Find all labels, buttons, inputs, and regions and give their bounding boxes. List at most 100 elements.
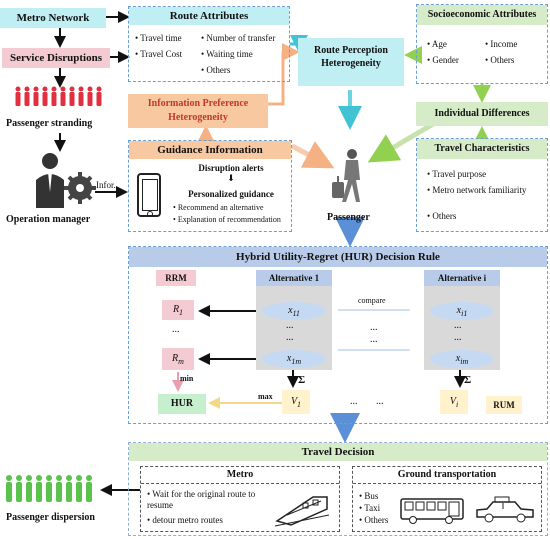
route-attributes-title: Route Attributes bbox=[129, 7, 289, 25]
guidance-item: Explanation of recommendation bbox=[173, 215, 291, 224]
sigma-1: Σ bbox=[298, 374, 306, 386]
xi1-node: xi1 bbox=[430, 302, 494, 320]
x1m-symbol: x bbox=[286, 353, 292, 364]
travel-char-title: Travel Characteristics bbox=[417, 139, 547, 159]
metro-option-box: Metro Wait for the original route to res… bbox=[140, 466, 340, 532]
operation-manager-label: Operation manager bbox=[6, 214, 91, 225]
down-arrow-icon: ⬇ bbox=[227, 173, 235, 183]
route-perception-box: Route Perception Heterogeneity bbox=[298, 38, 404, 86]
hur-box: HUR bbox=[158, 394, 206, 414]
x11-sub: 11 bbox=[292, 309, 300, 318]
ground-transport-title: Ground transportation bbox=[353, 467, 541, 484]
x11-node: x11 bbox=[262, 302, 326, 320]
travel-decision-title: Travel Decision bbox=[129, 443, 547, 461]
mid-dots: ... bbox=[370, 322, 378, 333]
smartphone-icon bbox=[137, 173, 161, 217]
v1-sub: 1 bbox=[297, 400, 302, 409]
socio-item: Others bbox=[485, 55, 514, 65]
rum-label: RUM bbox=[486, 396, 522, 414]
route-attr-item: Waiting time bbox=[201, 49, 253, 59]
r1-sub: 1 bbox=[179, 308, 184, 317]
passenger-dispersion-label: Passenger dispersion bbox=[6, 512, 95, 523]
stranded-crowd-icon bbox=[14, 86, 114, 108]
info-preference-box: Information Preference Heterogeneity bbox=[128, 94, 268, 128]
disruption-alerts-label: Disruption alerts bbox=[198, 163, 264, 173]
socio-item: Gender bbox=[427, 55, 459, 65]
passenger-icon bbox=[330, 148, 370, 204]
ground-item: Taxi bbox=[359, 503, 380, 513]
ground-item: Others bbox=[359, 515, 388, 525]
x11-symbol: x bbox=[288, 305, 293, 316]
service-disruptions-box: Service Disruptions bbox=[2, 48, 110, 68]
xim-node: xim bbox=[430, 350, 494, 368]
metro-option-item: detour metro routes bbox=[147, 515, 277, 525]
dispersed-crowd-icon bbox=[4, 474, 100, 504]
guidance-item: Recommend an alternative bbox=[173, 203, 291, 212]
x1m-node: x1m bbox=[262, 350, 326, 368]
socio-item: Age bbox=[427, 39, 447, 49]
route-attr-item: Travel Cost bbox=[135, 49, 182, 59]
passenger-stranding-label: Passenger stranding bbox=[6, 118, 93, 129]
alti-dots: ... bbox=[454, 332, 462, 343]
ground-transport-box: Ground transportation Bus Taxi Others bbox=[352, 466, 542, 532]
ground-item: Bus bbox=[359, 491, 378, 501]
v1-box: V1 bbox=[282, 390, 310, 414]
socioeconomic-box: Socioeconomic Attributes Age Gender Inco… bbox=[416, 4, 548, 84]
alt1-dots: ... bbox=[286, 320, 294, 331]
metro-option-item: Wait for the original route to resume bbox=[147, 489, 267, 511]
vi-box: Vi bbox=[440, 390, 468, 414]
guidance-info-box: Guidance Information Disruption alerts ⬇… bbox=[128, 140, 292, 232]
min-label: min bbox=[180, 374, 194, 383]
rm-symbol: R bbox=[172, 353, 179, 364]
x1m-sub: 1m bbox=[291, 357, 302, 366]
infor-label: Infor. bbox=[96, 180, 116, 190]
route-attr-item: Travel time bbox=[135, 33, 181, 43]
operation-manager-icon bbox=[30, 152, 98, 208]
max-label: max bbox=[258, 392, 273, 401]
xi1-sub: i1 bbox=[461, 309, 468, 318]
rrm-dots: ... bbox=[172, 324, 180, 335]
travel-characteristics-box: Travel Characteristics Travel purpose Me… bbox=[416, 138, 548, 232]
mid-dots: ... bbox=[370, 334, 378, 345]
xim-symbol: x bbox=[455, 353, 461, 364]
train-icon bbox=[273, 491, 331, 527]
bottom-dots: ... bbox=[376, 396, 384, 407]
vi-symbol: V bbox=[449, 396, 456, 407]
bus-icon bbox=[399, 495, 467, 525]
alt1-dots: ... bbox=[286, 332, 294, 343]
socioeconomic-title: Socioeconomic Attributes bbox=[417, 5, 547, 25]
alt1-title: Alternative 1 bbox=[256, 270, 332, 286]
xi1-symbol: x bbox=[456, 305, 462, 316]
bottom-dots: ... bbox=[350, 396, 358, 407]
vi-sub: i bbox=[455, 400, 459, 409]
sigma-i: Σ bbox=[464, 374, 472, 386]
v1-symbol: V bbox=[290, 396, 298, 407]
personalized-guidance-label: Personalized guidance bbox=[188, 189, 274, 199]
taxi-icon bbox=[473, 495, 537, 525]
individual-differences-box: Individual Differences bbox=[416, 102, 548, 126]
metro-network-box: Metro Network bbox=[0, 8, 106, 28]
rm-box: Rm bbox=[162, 348, 194, 370]
alti-title: Alternative i bbox=[424, 270, 500, 286]
route-attr-item: Others bbox=[201, 65, 230, 75]
r1-box: R1 bbox=[162, 300, 194, 320]
travel-decision-box: Travel Decision bbox=[128, 442, 548, 536]
travel-char-item: Metro network familiarity bbox=[427, 185, 539, 196]
passenger-label: Passenger bbox=[327, 212, 370, 223]
rrm-label: RRM bbox=[156, 270, 196, 286]
xim-sub: im bbox=[460, 357, 469, 366]
travel-char-item: Others bbox=[427, 211, 456, 221]
rm-sub: m bbox=[178, 357, 184, 366]
guidance-title: Guidance Information bbox=[129, 141, 291, 159]
socio-item: Income bbox=[485, 39, 517, 49]
metro-option-title: Metro bbox=[141, 467, 339, 484]
compare-label: compare bbox=[358, 296, 386, 305]
alti-dots: ... bbox=[454, 320, 462, 331]
travel-char-item: Travel purpose bbox=[427, 169, 486, 179]
hur-decision-box: Hybrid Utility-Regret (HUR) Decision Rul… bbox=[128, 246, 548, 424]
hur-title: Hybrid Utility-Regret (HUR) Decision Rul… bbox=[129, 247, 547, 267]
route-attr-item: Number of transfer bbox=[201, 33, 275, 43]
route-attributes-box: Route Attributes Travel time Travel Cost… bbox=[128, 6, 290, 82]
